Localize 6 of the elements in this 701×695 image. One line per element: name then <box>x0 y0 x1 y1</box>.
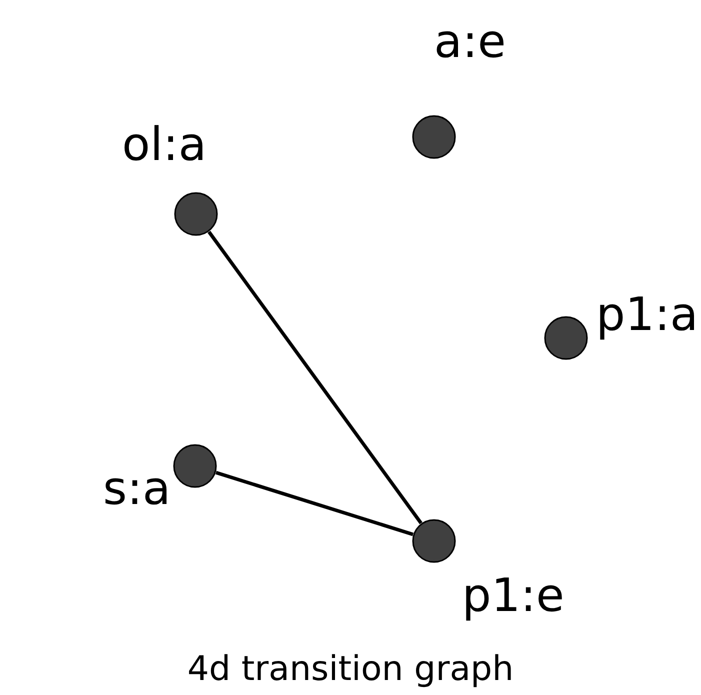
edge-line <box>208 230 422 524</box>
node-label: a:e <box>434 18 506 64</box>
node-label: s:a <box>103 465 171 511</box>
node-label: ol:a <box>122 121 207 167</box>
caption: 4d transition graph <box>187 652 514 686</box>
edge-line <box>215 470 414 536</box>
